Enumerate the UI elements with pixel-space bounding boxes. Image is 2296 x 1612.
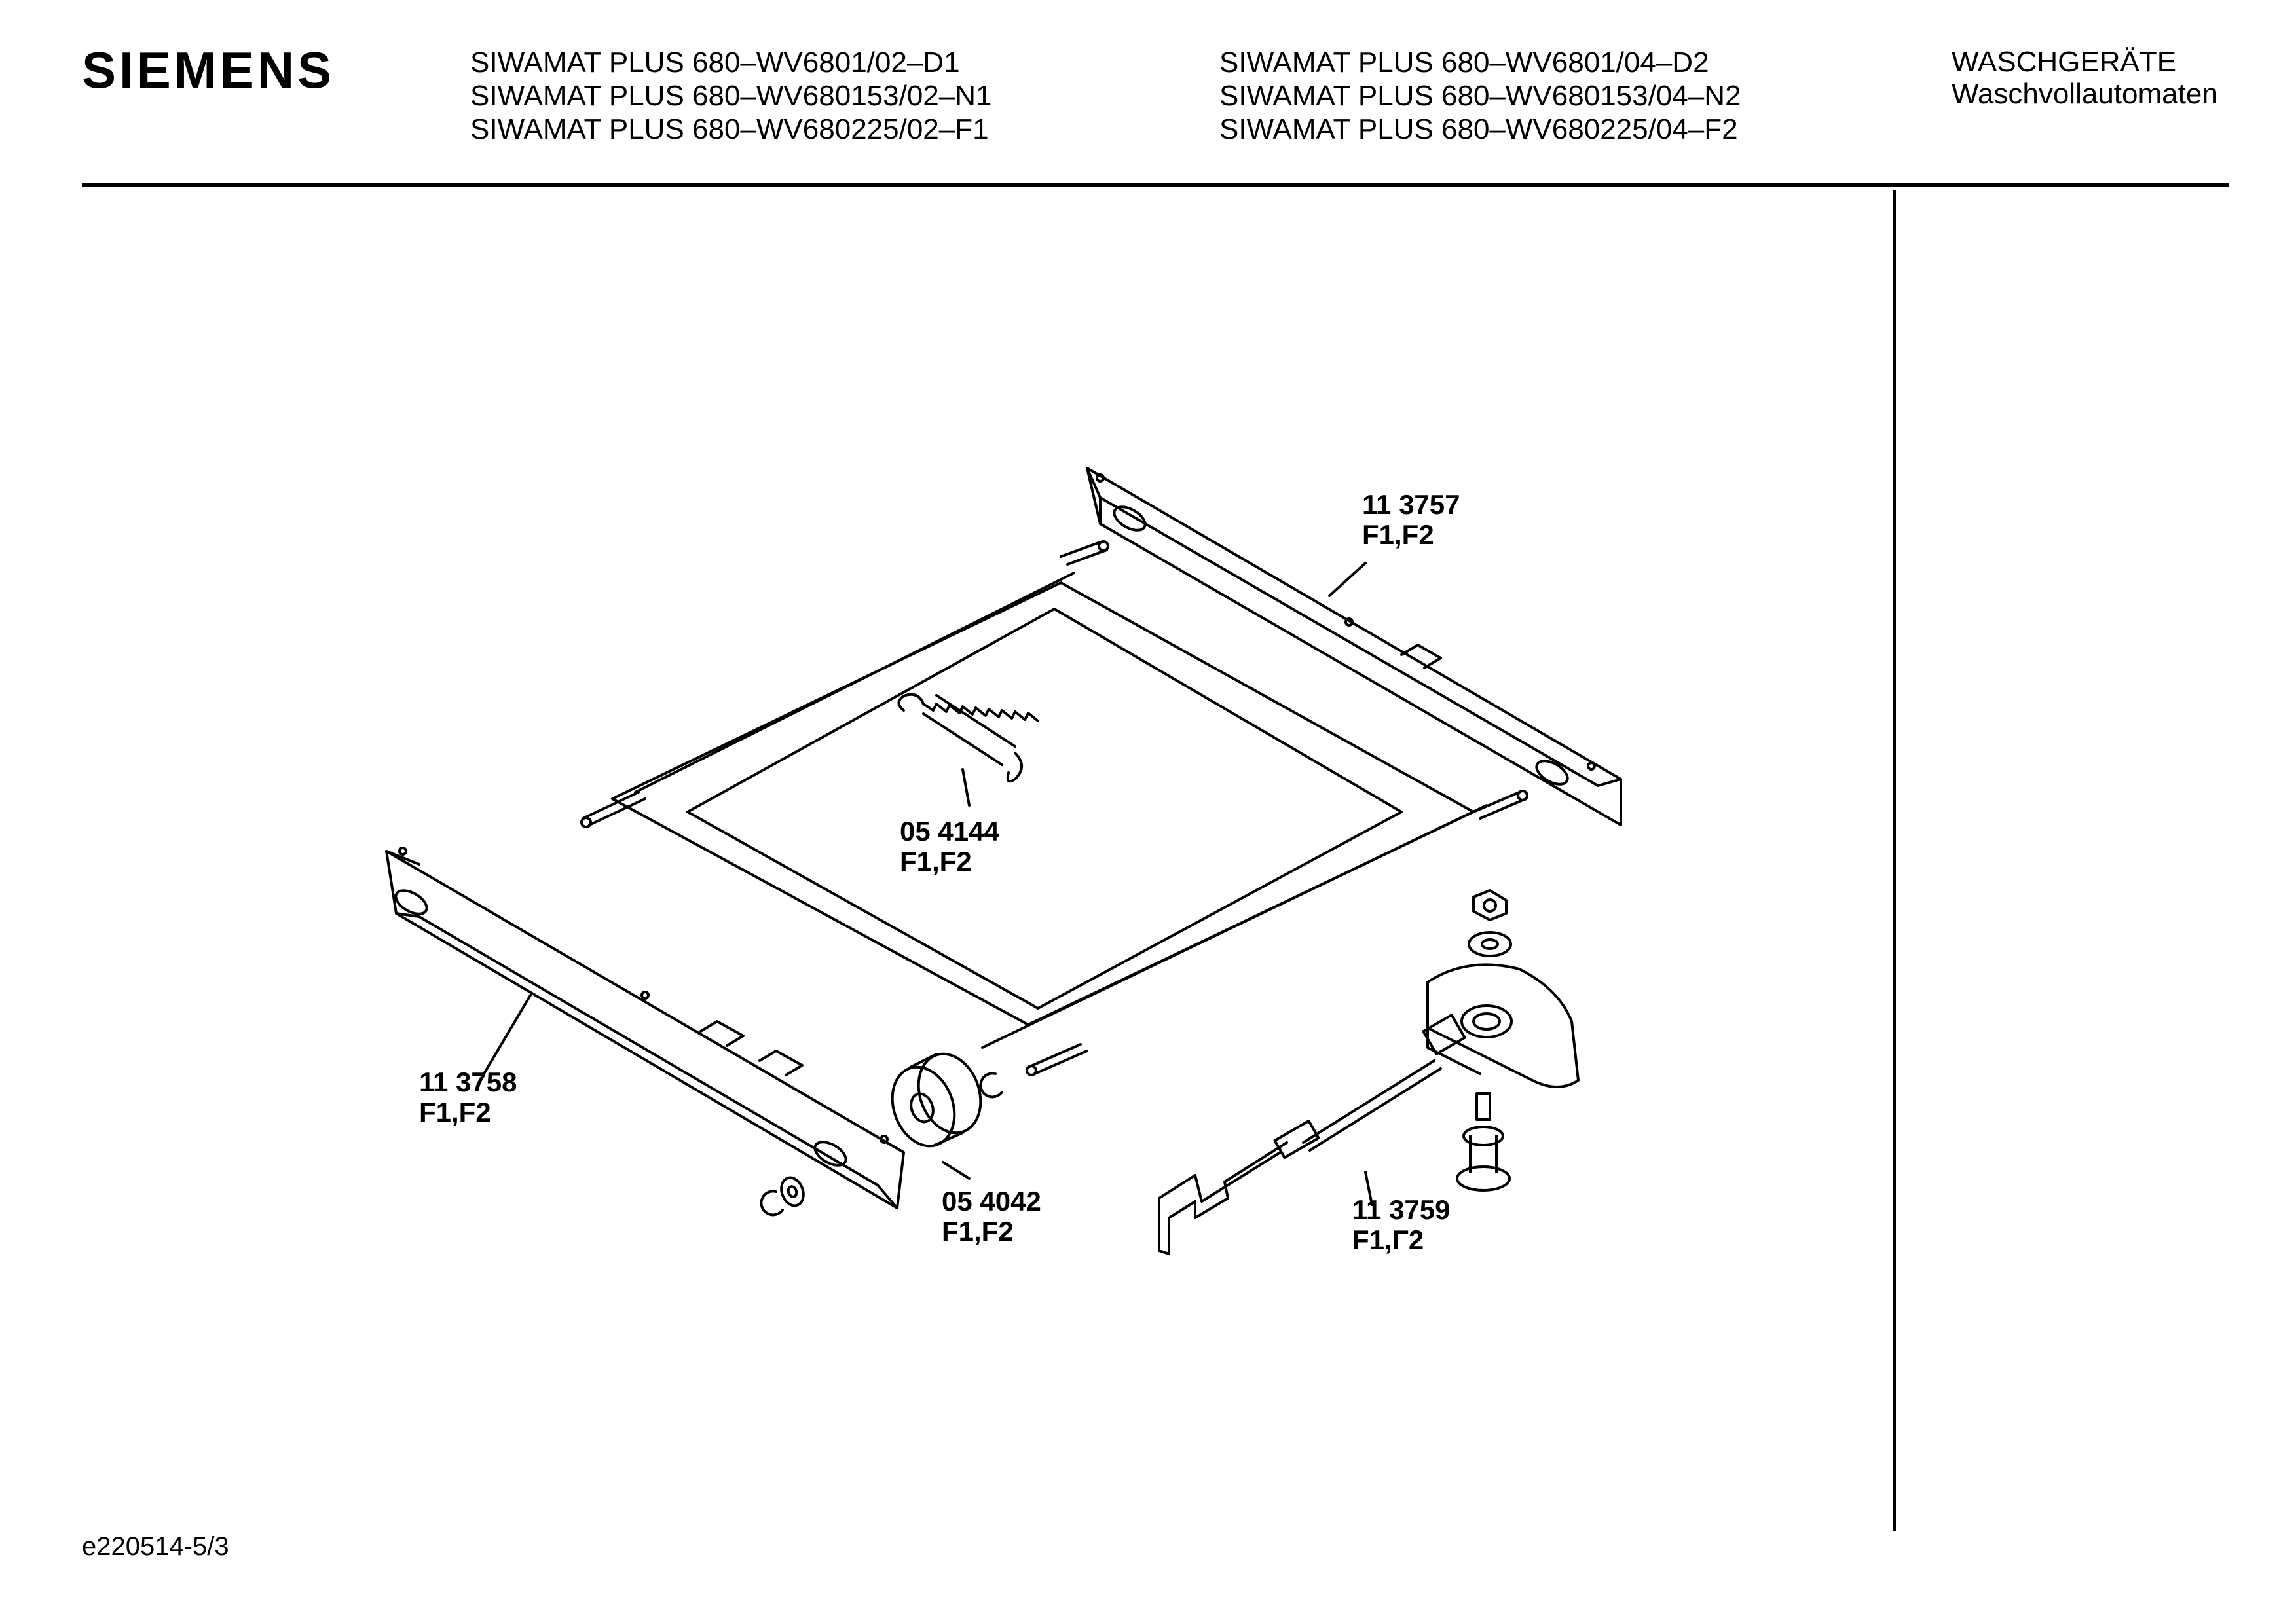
model-list-left: SIWAMAT PLUS 680–WV6801/02–D1 SIWAMAT PL… xyxy=(470,46,992,146)
leader-lines xyxy=(477,562,1373,1206)
category-subtitle: Waschvollautomaten xyxy=(1952,78,2218,110)
part-variants: F1,F2 xyxy=(900,846,972,877)
part-label-roller: 05 4042 F1,F2 xyxy=(942,1186,1041,1247)
part-label-lever: 11 3759 F1,Γ2 xyxy=(1352,1195,1451,1255)
shaft-frame xyxy=(580,540,1528,1076)
part-label-front-rail: 11 3758 F1,F2 xyxy=(419,1067,517,1127)
model-line: SIWAMAT PLUS 680–WV6801/02–D1 xyxy=(470,46,960,79)
category-block: WASCHGERÄTE Waschvollautomaten xyxy=(1952,46,2218,110)
model-line: SIWAMAT PLUS 680–WV680153/04–N2 xyxy=(1219,80,1741,112)
document-id: e220514-5/3 xyxy=(82,1532,229,1561)
part-variants: F1,F2 xyxy=(419,1097,491,1127)
front-rail xyxy=(385,847,905,1209)
lever-assembly xyxy=(1158,1014,1466,1255)
stud-pin xyxy=(1456,1092,1511,1192)
header-divider xyxy=(82,183,2229,187)
part-number: 11 3759 xyxy=(1352,1194,1451,1225)
part-number: 05 4042 xyxy=(942,1186,1041,1217)
model-line: SIWAMAT PLUS 680–WV680225/04–F2 xyxy=(1219,113,1738,145)
model-line: SIWAMAT PLUS 680–WV680225/02–F1 xyxy=(470,113,989,145)
brand-logo: SIEMENS xyxy=(82,41,335,99)
part-variants: F1,Γ2 xyxy=(1352,1224,1424,1255)
roller-wheel xyxy=(891,1052,982,1148)
part-label-spring: 05 4144 F1,F2 xyxy=(900,816,999,877)
retaining-clips xyxy=(760,1072,1003,1217)
model-line: SIWAMAT PLUS 680–WV6801/04–D2 xyxy=(1219,46,1709,79)
tension-spring xyxy=(897,693,1039,783)
rear-rail xyxy=(1086,467,1622,826)
model-list-right: SIWAMAT PLUS 680–WV6801/04–D2 SIWAMAT PL… xyxy=(1219,46,1741,146)
nut-and-washer xyxy=(1468,889,1512,957)
eccentric-cam xyxy=(1426,963,1580,1088)
part-number: 05 4144 xyxy=(900,816,999,847)
model-line: SIWAMAT PLUS 680–WV680153/02–N1 xyxy=(470,80,992,112)
part-variants: F1,F2 xyxy=(942,1216,1014,1247)
part-number: 11 3757 xyxy=(1362,489,1460,520)
part-variants: F1,F2 xyxy=(1362,519,1434,550)
side-divider xyxy=(1893,190,1896,1531)
part-label-rear-rail: 11 3757 F1,F2 xyxy=(1362,490,1460,550)
part-number: 11 3758 xyxy=(419,1067,517,1097)
category-title: WASCHGERÄTE xyxy=(1952,46,2177,78)
